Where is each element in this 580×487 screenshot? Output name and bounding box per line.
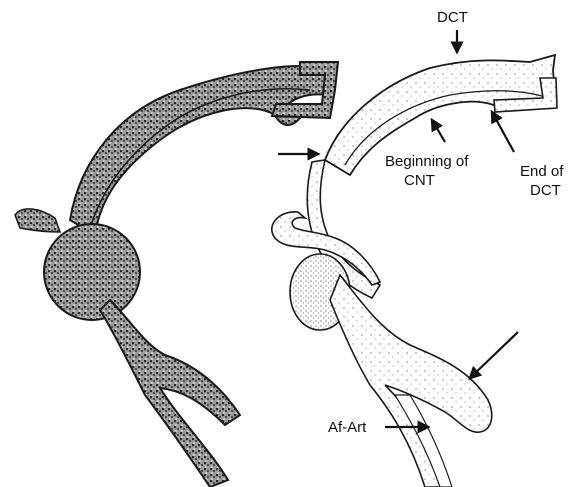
label-end-dct-1: End of: [520, 163, 564, 180]
left-specimen: [15, 62, 338, 487]
label-dct: DCT: [437, 9, 468, 26]
arrow-collecting: [470, 332, 518, 378]
label-af-art: Af-Art: [328, 419, 367, 436]
left-small-tubule: [15, 209, 60, 232]
label-end-dct-2: DCT: [530, 182, 561, 199]
right-collecting-duct: [330, 275, 492, 487]
label-beginning-cnt-2: CNT: [404, 172, 435, 189]
left-tubule-loop: [70, 66, 330, 235]
label-beginning-cnt-1: Beginning of: [385, 153, 469, 170]
left-lower-duct: [100, 300, 240, 487]
arrow-end-dct: [492, 112, 514, 152]
arrow-beginning-cnt: [432, 120, 445, 142]
left-glomerulus: [44, 224, 140, 320]
right-specimen: [272, 55, 557, 487]
